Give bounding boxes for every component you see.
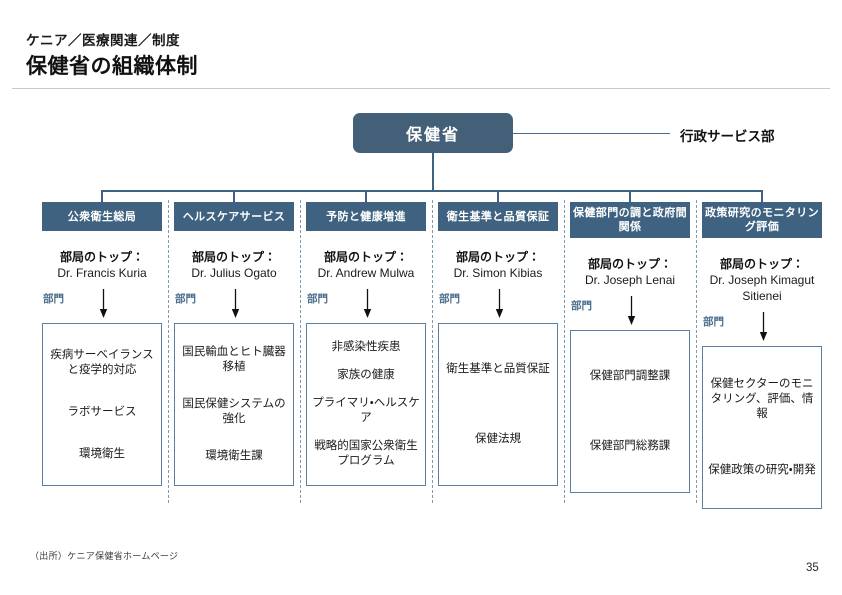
unit-item: 環境衛生 [79, 447, 125, 460]
column-body-6: 保健セクターのモニタリング、評価、情報 保健政策の研究・開発 [702, 346, 822, 509]
column-body-2: 国民輸血とヒト臓器移植 国民保健システムの強化 環境衛生課 [174, 323, 294, 486]
division-row-3: 部門 [306, 289, 426, 323]
page-number: 35 [806, 562, 819, 574]
column-body-3: 非感染性疾患 家族の健康 プライマリ・ヘルスケア 戦略的国家公衆衛生プログラム [306, 323, 426, 486]
connector-drop-3 [365, 190, 367, 203]
unit-item: 家族の健康 [337, 369, 395, 382]
column-separator-5 [696, 200, 697, 503]
column-lead-3: 部局のトップ： Dr. Andrew Mulwa [306, 249, 426, 281]
division-label-1: 部門 [43, 293, 64, 305]
column-header-4[interactable]: 衛生基準と品質保証 [438, 202, 558, 231]
lead-label-3: 部局のトップ： [323, 250, 408, 264]
column-body-4: 衛生基準と品質保証 保健法規 [438, 323, 558, 486]
title-divider [12, 88, 830, 89]
division-row-2: 部門 [174, 289, 294, 323]
division-label-5: 部門 [571, 300, 592, 312]
unit-item: 衛生基準と品質保証 [446, 362, 550, 375]
down-arrow-icon [759, 312, 768, 341]
org-root-ministry-of-health[interactable]: 保健省 [353, 113, 513, 153]
lead-label-1: 部局のトップ： [59, 250, 144, 264]
column-body-5: 保健部門調整課 保健部門総務課 [570, 330, 690, 493]
slide-kicker: ケニア／医療関連／制度 [26, 33, 180, 48]
down-arrow-icon [627, 296, 636, 325]
org-column-standards-quality: 衛生基準と品質保証 部局のトップ： Dr. Simon Kibias 部門 衛生… [438, 202, 558, 486]
column-separator-2 [300, 200, 301, 503]
lead-name-5: Dr. Joseph Lenai [584, 273, 676, 287]
column-lead-4: 部局のトップ： Dr. Simon Kibias [438, 249, 558, 281]
column-header-5[interactable]: 保健部門の調と政府間関係 [570, 202, 690, 238]
down-arrow-icon [495, 289, 504, 318]
unit-item: 非感染性疾患 [331, 341, 401, 354]
connector-horizontal-bus [101, 190, 763, 192]
lead-name-6: Dr. Joseph Kimagut Sitienei [709, 273, 815, 303]
page-title: 保健省の組織体制 [26, 55, 198, 78]
connector-drop-6 [761, 190, 763, 203]
org-column-prevention-health-promotion: 予防と健康増進 部局のトップ： Dr. Andrew Mulwa 部門 非感染性… [306, 202, 426, 486]
unit-item: 保健法規 [475, 433, 521, 446]
lead-label-4: 部局のトップ： [455, 250, 540, 264]
unit-item: 戦略的国家公衆衛生プログラム [314, 439, 418, 467]
column-separator-3 [432, 200, 433, 503]
lead-name-3: Dr. Andrew Mulwa [317, 266, 415, 280]
column-body-1: 疾病サーベイランスと疫学的対応 ラボサービス 環境衛生 [42, 323, 162, 486]
source-note: （出所）ケニア保健省ホームページ [30, 551, 179, 561]
unit-item: プライマリ・ヘルスケア [312, 396, 420, 424]
connector-drop-4 [497, 190, 499, 203]
unit-item: 国民保健システムの強化 [182, 398, 286, 425]
division-row-4: 部門 [438, 289, 558, 323]
lead-label-2: 部局のトップ： [191, 250, 276, 264]
lead-label-6: 部局のトップ： [719, 257, 804, 271]
administrative-services-label: 行政サービス部 [680, 129, 775, 144]
column-header-6[interactable]: 政策研究のモニタリング評価 [702, 202, 822, 238]
division-label-4: 部門 [439, 293, 460, 305]
unit-item: 保健部門調整課 [589, 369, 671, 382]
lead-label-5: 部局のトップ： [587, 257, 672, 271]
column-lead-5: 部局のトップ： Dr. Joseph Lenai [570, 256, 690, 288]
connector-drop-2 [233, 190, 235, 203]
division-row-1: 部門 [42, 289, 162, 323]
division-label-3: 部門 [307, 293, 328, 305]
column-separator-4 [564, 200, 565, 503]
division-row-6: 部門 [702, 312, 822, 346]
unit-item: 保健政策の研究・開発 [708, 463, 816, 476]
column-lead-2: 部局のトップ： Dr. Julius Ogato [174, 249, 294, 281]
org-column-intergovernmental-relations: 保健部門の調と政府間関係 部局のトップ： Dr. Joseph Lenai 部門… [570, 202, 690, 493]
column-separator-1 [168, 200, 169, 503]
lead-name-1: Dr. Francis Kuria [57, 266, 147, 280]
down-arrow-icon [363, 289, 372, 318]
unit-item: 国民輸血とヒト臓器移植 [182, 346, 286, 373]
down-arrow-icon [231, 289, 240, 318]
connector-root-stem [432, 153, 434, 191]
column-lead-6: 部局のトップ： Dr. Joseph Kimagut Sitienei [702, 256, 822, 304]
unit-item: 保健部門総務課 [589, 440, 671, 453]
division-label-2: 部門 [175, 293, 196, 305]
org-column-healthcare-services: ヘルスケアサービス 部局のトップ： Dr. Julius Ogato 部門 国民… [174, 202, 294, 486]
column-lead-1: 部局のトップ： Dr. Francis Kuria [42, 249, 162, 281]
connector-drop-5 [629, 190, 631, 203]
lead-name-4: Dr. Simon Kibias [453, 266, 543, 280]
column-header-3[interactable]: 予防と健康増進 [306, 202, 426, 231]
connector-drop-1 [101, 190, 103, 203]
column-header-1[interactable]: 公衆衛生総局 [42, 202, 162, 231]
org-column-policy-research-monitoring: 政策研究のモニタリング評価 部局のトップ： Dr. Joseph Kimagut… [702, 202, 822, 509]
unit-item: 保健セクターのモニタリング、評価、情報 [710, 378, 814, 421]
division-row-5: 部門 [570, 296, 690, 330]
column-header-2[interactable]: ヘルスケアサービス [174, 202, 294, 231]
unit-item: 環境衛生課 [205, 450, 263, 462]
division-label-6: 部門 [703, 316, 724, 328]
down-arrow-icon [99, 289, 108, 318]
unit-item: 疾病サーベイランスと疫学的対応 [50, 348, 154, 376]
org-column-public-health: 公衆衛生総局 部局のトップ： Dr. Francis Kuria 部門 疾病サー… [42, 202, 162, 486]
unit-item: ラボサービス [67, 405, 137, 418]
lead-name-2: Dr. Julius Ogato [191, 266, 277, 280]
root-side-connector-line [513, 133, 670, 134]
